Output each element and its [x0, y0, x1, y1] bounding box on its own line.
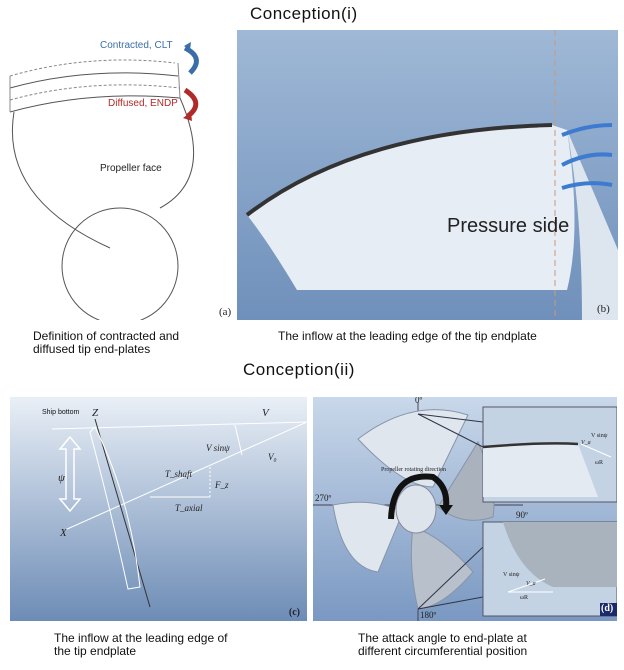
- fz-label: F_z: [215, 480, 229, 490]
- psi-label: ψ: [58, 472, 65, 484]
- wr-top-label: ωR: [595, 460, 603, 466]
- rotating-direction-label: Propeller rotating direction: [381, 467, 446, 473]
- panel-c-label: (c): [289, 607, 300, 618]
- blade-tip-render: [245, 30, 618, 320]
- panel-a: Contracted, CLT Diffused, ENDP Propeller…: [0, 28, 238, 320]
- caption-line: The attack angle to end-plate at: [358, 631, 527, 645]
- tip-endplate-definition-drawing: [9, 42, 199, 320]
- caption-line: The inflow at the leading edge of: [54, 631, 228, 645]
- panel-c: (c) Ship bottom Z X V V sinψ V₀ ψ T_shaf…: [10, 397, 307, 621]
- panel-a-caption: Definition of contracted and diffused ti…: [33, 330, 179, 356]
- z-axis-label: Z: [92, 407, 99, 419]
- caption-line: different circumferential position: [358, 644, 528, 658]
- diffused-label: Diffused, ENDP: [108, 98, 178, 109]
- v-sin-psi-top-label: V sinψ: [591, 433, 608, 439]
- v-label: V: [262, 407, 269, 419]
- deg-270-label: 270º: [315, 493, 332, 503]
- contracted-label: Contracted, CLT: [100, 40, 173, 51]
- t-shaft-label: T_shaft: [165, 469, 193, 479]
- caption-line: diffused tip end-plates: [33, 342, 151, 356]
- panel-d-caption: The attack angle to end-plate at differe…: [358, 632, 527, 658]
- x-axis-label: X: [60, 527, 67, 539]
- v0-label: V₀: [268, 452, 277, 462]
- v-sin-psi-label: V sinψ: [206, 443, 230, 453]
- deg-90-label: 90º: [516, 510, 528, 520]
- panel-a-label: (a): [219, 306, 232, 318]
- conception-i-title: Conception(i): [250, 4, 358, 23]
- panel-d: 0º 270º 90º 180º Propeller rotating dire…: [313, 397, 617, 621]
- inflow-vector-diagram: (c): [51, 418, 307, 618]
- caption-line: the tip endplate: [54, 644, 137, 658]
- panel-d-label: (d): [601, 603, 614, 614]
- propeller-face-label: Propeller face: [100, 163, 162, 174]
- panel-b: Pressure side (b): [237, 30, 618, 320]
- deg-180-label: 180º: [420, 610, 437, 620]
- ship-bottom-label: Ship bottom: [42, 409, 80, 416]
- va-top-label: V_a: [581, 440, 591, 446]
- panel-b-caption: The inflow at the leading edge of the ti…: [278, 329, 537, 343]
- deg-0-label: 0º: [415, 397, 423, 405]
- pressure-side-label: Pressure side: [447, 215, 570, 237]
- conception-ii-title: Conception(ii): [243, 360, 355, 379]
- caption-line: Definition of contracted and: [33, 329, 180, 343]
- panel-c-caption: The inflow at the leading edge of the ti…: [54, 632, 227, 658]
- t-axial-label: T_axial: [175, 503, 203, 513]
- v-sin-psi-bottom-label: V sinψ: [503, 572, 520, 578]
- panel-b-label: (b): [597, 303, 610, 315]
- propeller-render: [313, 402, 617, 621]
- va-bottom-label: V_a: [526, 581, 536, 587]
- wr-bottom-label: ωR: [520, 595, 528, 601]
